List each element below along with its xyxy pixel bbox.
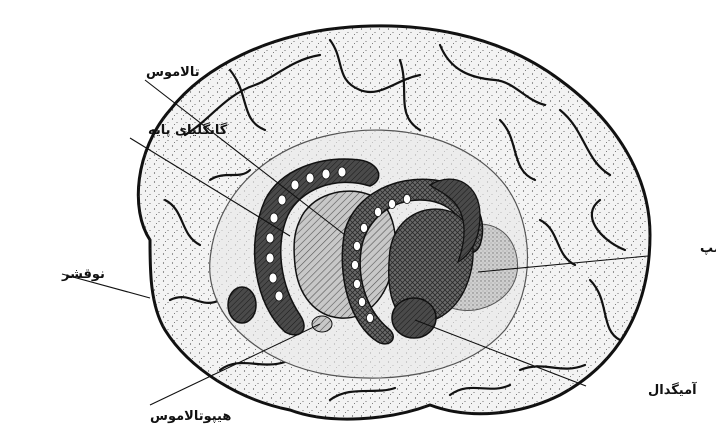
- label-hippocampus: هیپوکمپ: [700, 241, 716, 256]
- label-basal-ganglia: گانگلیای پایه: [148, 122, 228, 138]
- label-hypothalamus: هیپوتالاموس: [150, 409, 231, 424]
- label-thalamus: تالاموس: [146, 65, 200, 80]
- amygdala-structure: [392, 298, 436, 338]
- label-amygdala: آمیگدال: [648, 381, 697, 398]
- label-cortex: نوقشر: [61, 267, 105, 282]
- hypothalamus-structure: [312, 316, 332, 332]
